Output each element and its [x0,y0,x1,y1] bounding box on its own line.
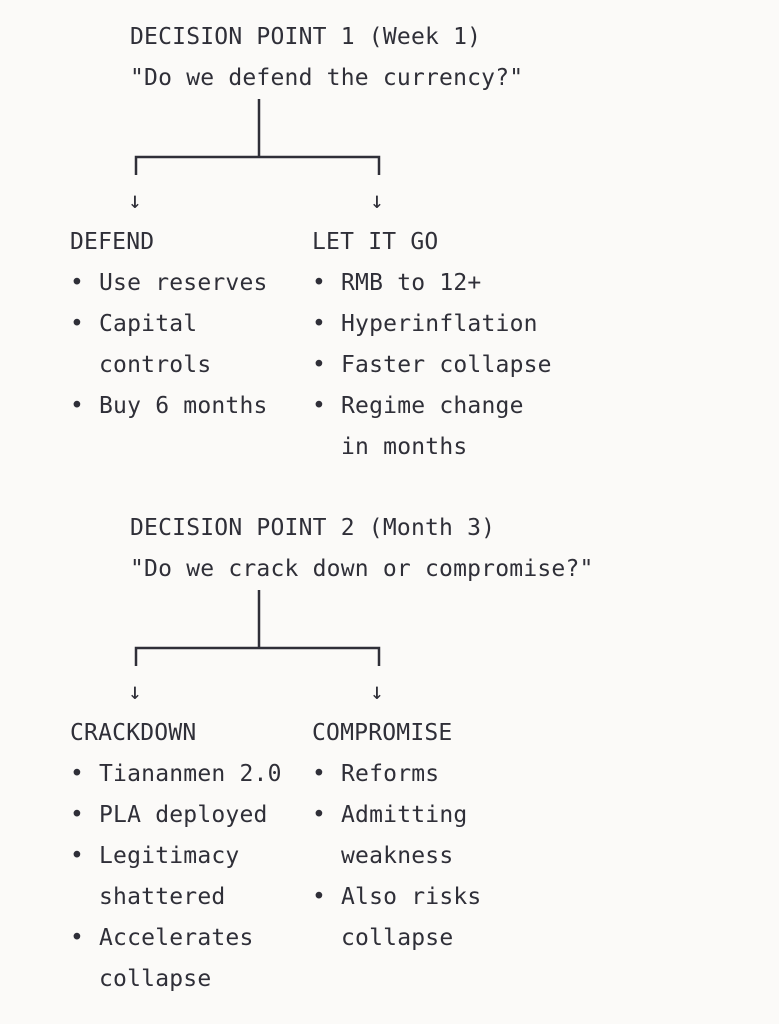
option-crackdown-heading: CRACKDOWN [70,720,197,746]
option-let-it-go-item: in months [341,434,468,460]
decision-1-arrow-left: ↓ [128,188,143,214]
decision-1-title: DECISION POINT 1 (Week 1) [130,24,482,50]
option-defend-item: Buy 6 months [99,393,268,419]
decision-1-branch-connector [134,99,381,175]
decision-2-branch-line [134,646,381,666]
option-compromise-heading: COMPROMISE [312,720,453,746]
bullet-icon: • [312,311,326,337]
bullet-icon: • [70,802,84,828]
option-defend-item: Capital [99,311,198,337]
bullet-icon: • [312,802,326,828]
option-compromise-item: weakness [341,843,454,869]
option-let-it-go-item: Faster collapse [341,352,552,378]
option-compromise-item: collapse [341,925,454,951]
option-compromise-item: Also risks [341,884,482,910]
option-let-it-go-item: Regime change [341,393,524,419]
bullet-icon: • [70,925,84,951]
decision-2-title: DECISION POINT 2 (Month 3) [130,515,496,541]
option-crackdown-item: Accelerates [99,925,254,951]
option-defend-heading: DEFEND [70,229,155,255]
option-crackdown-item: collapse [99,966,212,992]
bullet-icon: • [70,843,84,869]
bullet-icon: • [70,270,84,296]
bullet-icon: • [70,311,84,337]
option-crackdown-item: Legitimacy [99,843,240,869]
option-compromise-item: Admitting [341,802,468,828]
decision-2-question: "Do we crack down or compromise?" [130,556,594,582]
option-defend-item: Use reserves [99,270,268,296]
option-crackdown-item: shattered [99,884,226,910]
option-compromise-item: Reforms [341,761,440,787]
bullet-icon: • [312,884,326,910]
option-let-it-go-item: Hyperinflation [341,311,538,337]
option-crackdown-item: PLA deployed [99,802,268,828]
option-crackdown-item: Tiananmen 2.0 [99,761,282,787]
option-let-it-go-heading: LET IT GO [312,229,439,255]
bullet-icon: • [312,393,326,419]
bullet-icon: • [70,761,84,787]
decision-2-arrow-right: ↓ [370,679,385,705]
bullet-icon: • [70,393,84,419]
decision-1-arrow-right: ↓ [370,188,385,214]
bullet-icon: • [312,270,326,296]
option-let-it-go-item: RMB to 12+ [341,270,482,296]
bullet-icon: • [312,761,326,787]
decision-2-arrow-left: ↓ [128,679,143,705]
decision-1-question: "Do we defend the currency?" [130,65,524,91]
decision-1-branch-line [134,155,381,175]
decision-2-branch-connector [134,590,381,666]
bullet-icon: • [312,352,326,378]
option-defend-item: controls [99,352,212,378]
